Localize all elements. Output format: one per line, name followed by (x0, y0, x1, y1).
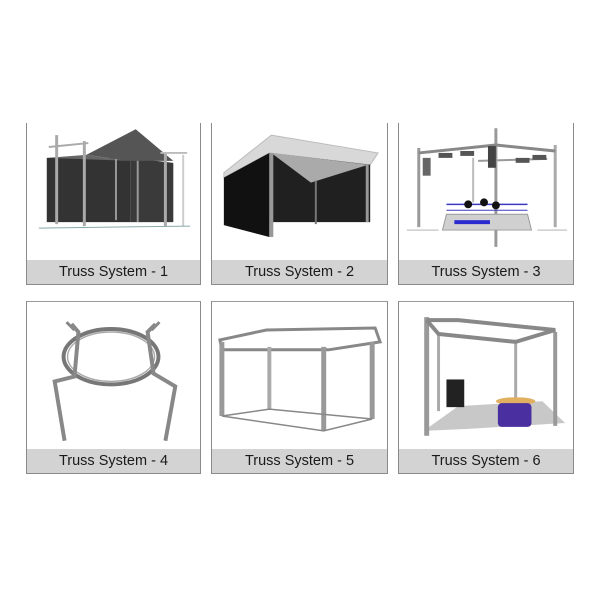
flat-roof-stage-icon (223, 134, 379, 237)
product-card-truss-system-6[interactable]: Truss System - 6 (398, 301, 574, 474)
product-card-truss-system-2[interactable]: Truss System - 2 (211, 123, 388, 285)
product-image-truss-system-4[interactable] (27, 302, 200, 449)
product-caption[interactable]: Truss System - 4 (27, 449, 200, 473)
product-caption[interactable]: Truss System - 2 (212, 260, 387, 284)
lighting-truss-ring-icon (406, 128, 568, 247)
product-image-truss-system-2[interactable] (212, 123, 387, 260)
product-image-truss-system-6[interactable] (399, 302, 573, 449)
product-caption[interactable]: Truss System - 1 (27, 260, 200, 284)
circular-truss-icon (52, 321, 178, 442)
product-card-truss-system-5[interactable]: Truss System - 5 (211, 301, 388, 474)
product-caption[interactable]: Truss System - 5 (212, 449, 387, 473)
product-image-truss-system-5[interactable] (212, 302, 387, 449)
product-image-truss-system-1[interactable] (27, 123, 200, 260)
product-card-truss-system-4[interactable]: Truss System - 4 (26, 301, 201, 474)
product-card-truss-system-1[interactable]: Truss System - 1 (26, 123, 201, 285)
product-image-truss-system-3[interactable] (399, 123, 573, 260)
roofed-stage-icon (38, 129, 191, 229)
box-truss-frame-icon (218, 326, 383, 432)
product-caption[interactable]: Truss System - 6 (399, 449, 573, 473)
product-card-truss-system-3[interactable]: Truss System - 3 (398, 123, 574, 285)
product-caption[interactable]: Truss System - 3 (399, 260, 573, 284)
exhibition-booth-icon (423, 317, 566, 436)
